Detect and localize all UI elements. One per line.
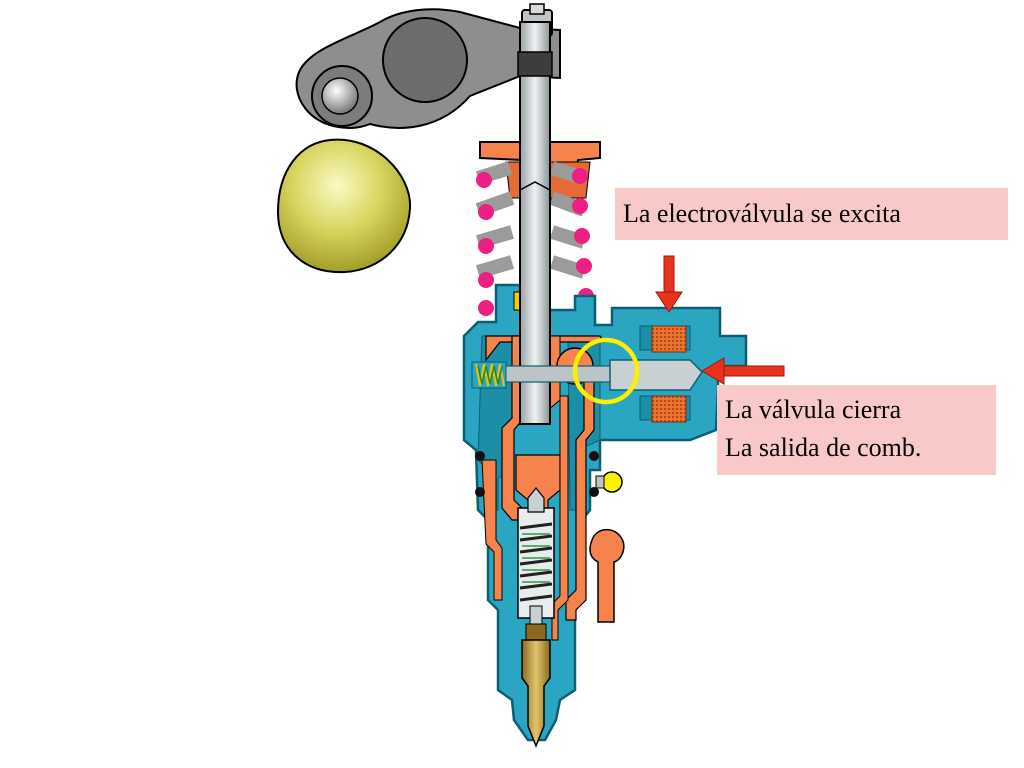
label-solenoid-excited-text: La electroválvula se excita xyxy=(623,199,901,228)
label-valve-closes: La válvula cierra La salida de comb. xyxy=(717,385,996,475)
circle-highlight xyxy=(572,337,640,405)
nozzle-needle xyxy=(521,623,551,749)
arrow-icon xyxy=(701,357,785,385)
arrow-icon xyxy=(655,255,683,313)
label-solenoid-excited: La electroválvula se excita xyxy=(615,188,1008,240)
cam-lobe xyxy=(276,138,412,274)
nozzle-spring xyxy=(517,487,555,627)
plunger xyxy=(517,21,553,425)
solenoid-coils xyxy=(651,325,687,423)
label-valve-closes-line1: La válvula cierra xyxy=(725,395,902,424)
label-valve-closes-line2: La salida de comb. xyxy=(725,433,922,462)
